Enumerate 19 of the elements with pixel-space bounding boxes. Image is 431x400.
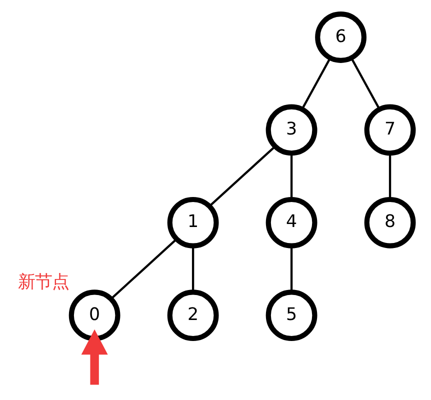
node-circle: 1 bbox=[167, 196, 219, 248]
node-circle: 4 bbox=[266, 196, 318, 248]
connector bbox=[192, 246, 194, 292]
node-circle: 8 bbox=[364, 196, 416, 248]
connector bbox=[290, 246, 293, 292]
connector bbox=[388, 153, 392, 200]
node-circle: 2 bbox=[167, 290, 219, 342]
connector bbox=[208, 146, 276, 207]
node-circle: 5 bbox=[266, 290, 318, 342]
node-label: 新节点 bbox=[18, 272, 69, 292]
node-circle: 0 bbox=[68, 290, 120, 342]
node-circle: 6 bbox=[315, 12, 366, 63]
connector bbox=[350, 58, 380, 110]
node-circle: 7 bbox=[364, 104, 416, 156]
connector bbox=[301, 58, 332, 110]
connector bbox=[290, 153, 293, 200]
connector bbox=[110, 238, 178, 300]
node-circle: 3 bbox=[266, 104, 318, 156]
arrow bbox=[81, 329, 108, 385]
